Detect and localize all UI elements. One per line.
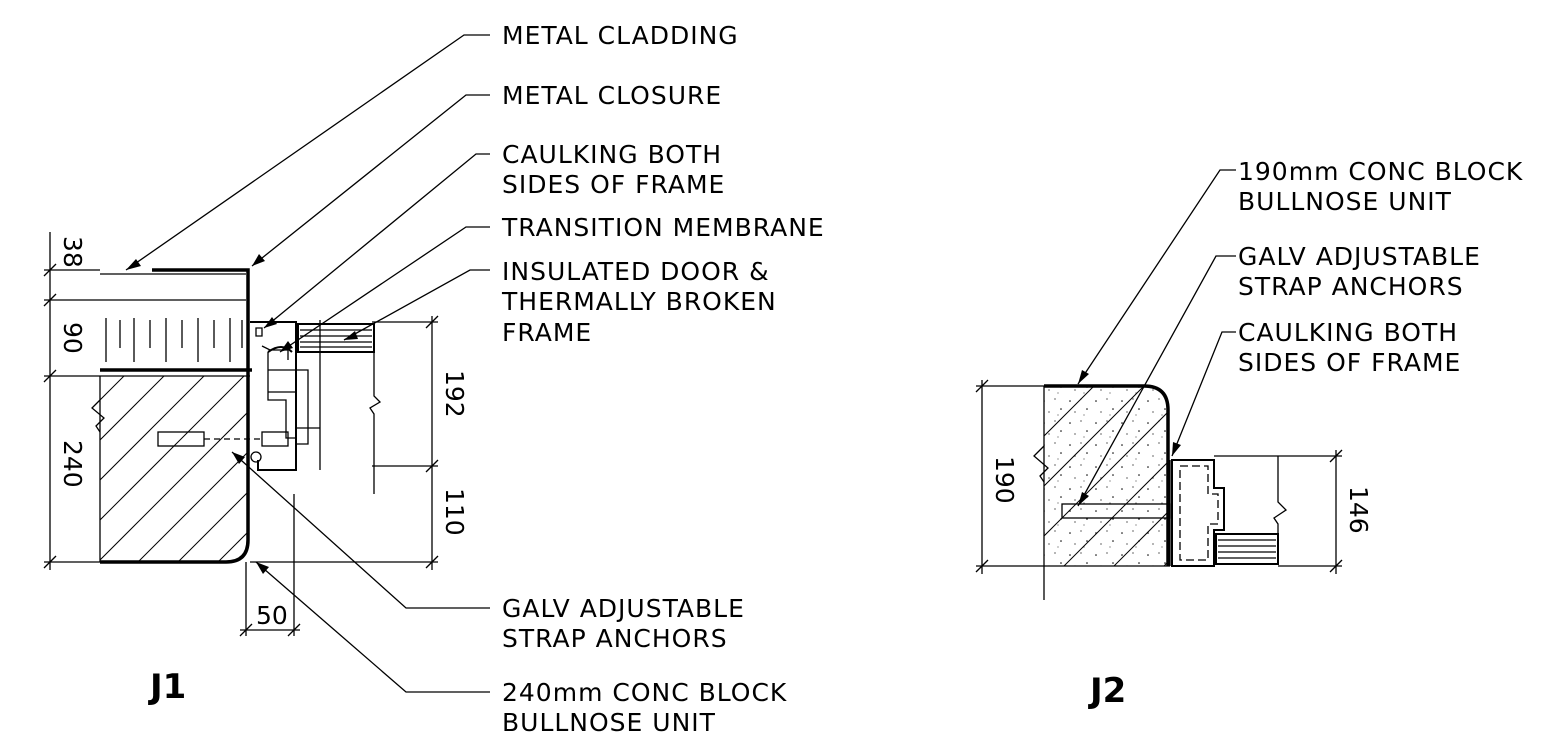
label-j2-galv-strap-line-1: GALV ADJUSTABLE <box>1238 242 1481 271</box>
label-insulated-door-line-2: THERMALLY BROKEN <box>501 287 777 316</box>
j1-cladding-assembly <box>100 268 252 377</box>
j2-concrete-block <box>1033 384 1171 600</box>
label-conc-block-line-2: BULLNOSE UNIT <box>502 708 716 734</box>
label-transition-membrane: TRANSITION MEMBRANE <box>501 213 825 242</box>
label-j2-galv-strap-line-2: STRAP ANCHORS <box>1238 272 1464 301</box>
label-caulking-line-2: SIDES OF FRAME <box>502 170 725 199</box>
label-galv-strap-line-1: GALV ADJUSTABLE <box>502 594 745 623</box>
dim-50: 50 <box>256 601 288 630</box>
dim-110: 110 <box>440 488 469 536</box>
dim-192: 192 <box>440 370 469 418</box>
j1-dimensions: 38 90 240 192 110 50 <box>43 232 469 637</box>
label-insulated-door-line-1: INSULATED DOOR & <box>502 257 770 286</box>
dim-146: 146 <box>1344 486 1373 534</box>
label-conc-block-190-line-1: 190mm CONC BLOCK <box>1238 157 1523 186</box>
j1-leaders <box>125 34 490 693</box>
label-insulated-door-line-3: FRAME <box>502 318 592 347</box>
j2-door-frame <box>1169 456 1288 567</box>
dim-38: 38 <box>58 236 87 268</box>
j1-door-frame <box>250 320 382 494</box>
j2-leaders <box>1077 169 1236 507</box>
dim-190: 190 <box>990 456 1019 504</box>
label-conc-block-190-line-2: BULLNOSE UNIT <box>1238 187 1452 216</box>
label-j2-caulking-line-2: SIDES OF FRAME <box>1238 348 1461 377</box>
detail-j2: 190 146 190mm CONC BLOCK BULLNOSE UNIT G… <box>975 157 1523 711</box>
j2-dimensions: 190 146 <box>975 379 1373 574</box>
label-galv-strap-line-2: STRAP ANCHORS <box>502 624 728 653</box>
detail-title-j1: J1 <box>148 667 186 707</box>
dim-240: 240 <box>58 440 87 488</box>
detail-title-j2: J2 <box>1088 671 1126 711</box>
label-caulking-line-1: CAULKING BOTH <box>502 140 722 169</box>
j1-concrete-block <box>91 376 289 564</box>
label-metal-closure: METAL CLOSURE <box>502 81 722 110</box>
label-metal-cladding: METAL CLADDING <box>502 21 739 50</box>
j2-labels: 190mm CONC BLOCK BULLNOSE UNIT GALV ADJU… <box>1238 157 1523 377</box>
j1-labels: METAL CLADDING METAL CLOSURE CAULKING BO… <box>501 21 825 734</box>
label-conc-block-line-1: 240mm CONC BLOCK <box>502 678 787 707</box>
dim-90: 90 <box>58 322 87 354</box>
label-j2-caulking-line-1: CAULKING BOTH <box>1238 318 1458 347</box>
detail-j1: 38 90 240 192 110 50 <box>43 21 825 734</box>
